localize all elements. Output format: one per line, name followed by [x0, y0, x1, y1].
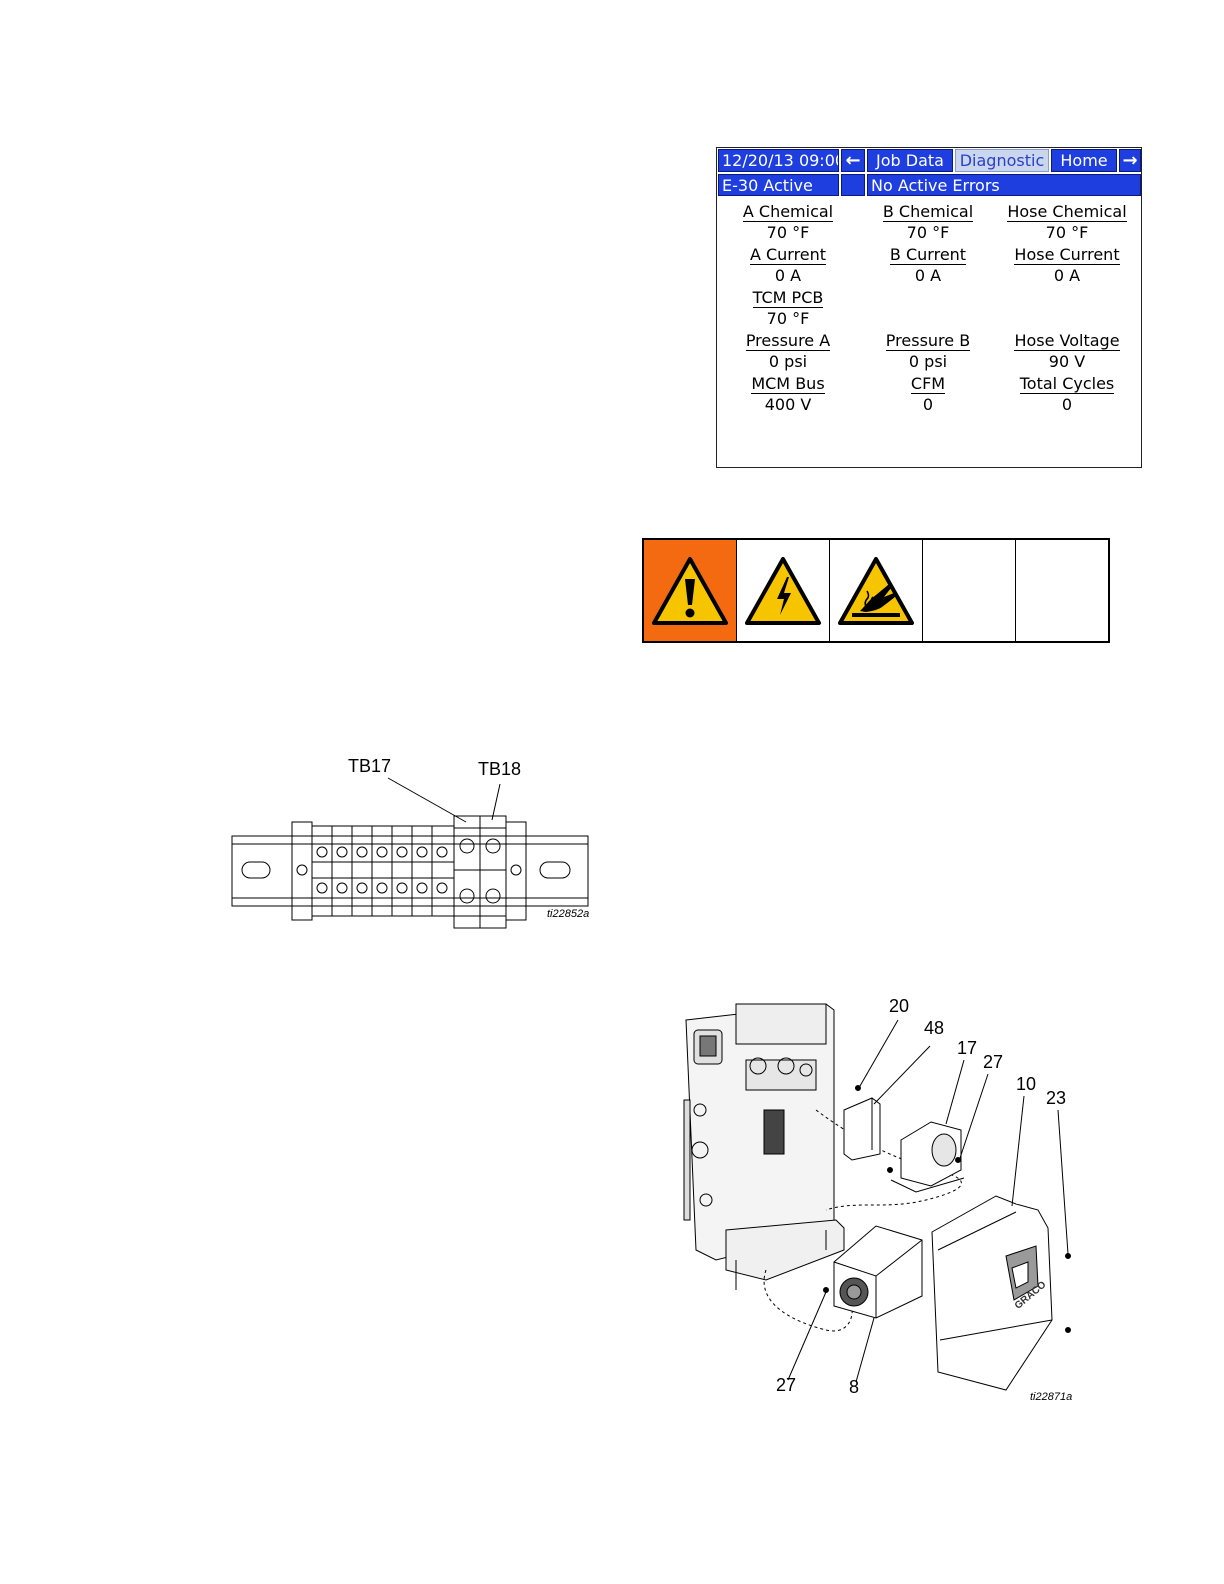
status-errors: No Active Errors [867, 174, 1141, 196]
label-tb17: TB17 [348, 756, 392, 776]
hazard-symbols [642, 538, 1110, 643]
callout-8: 8 [849, 1377, 860, 1397]
tab-job-data[interactable]: Job Data [867, 149, 953, 172]
assembly-exploded-drawing [683, 1003, 1071, 1391]
hazard-cell-empty-1 [923, 540, 1016, 641]
nav-right-arrow-icon[interactable]: → [1119, 149, 1141, 172]
callout-10: 10 [1016, 1074, 1037, 1094]
hazard-cell-hot-surface [830, 540, 923, 641]
datetime-display: 12/20/13 09:00 [718, 149, 839, 172]
diagnostic-screen: 12/20/13 09:00 ← Job Data Diagnostic Hom… [716, 147, 1142, 468]
status-spacer [841, 174, 865, 196]
nav-left-arrow-icon[interactable]: ← [841, 149, 865, 172]
label-tb18: TB18 [478, 759, 522, 779]
hazard-cell-warning [644, 540, 737, 641]
terminal-block-drawing [231, 777, 589, 929]
hazard-cell-empty-2 [1016, 540, 1108, 641]
callout-20: 20 [889, 996, 910, 1016]
electric-shock-icon [745, 556, 821, 625]
hazard-cell-electric [737, 540, 830, 641]
callout-48: 48 [924, 1018, 945, 1038]
callout-17: 17 [957, 1038, 978, 1058]
hot-surface-icon [838, 556, 914, 625]
tab-home[interactable]: Home [1051, 149, 1117, 172]
status-active-error: E-30 Active [718, 174, 839, 196]
callout-27-bottom: 27 [776, 1375, 797, 1395]
exclamation-warning-icon [652, 556, 728, 625]
callout-27-top: 27 [983, 1052, 1004, 1072]
tab-diagnostic[interactable]: Diagnostic [955, 149, 1049, 172]
callout-23: 23 [1046, 1088, 1067, 1108]
figure-ref-terminal: ti22852a [547, 908, 590, 920]
figure-ref-assembly: ti22871a [1030, 1391, 1073, 1403]
